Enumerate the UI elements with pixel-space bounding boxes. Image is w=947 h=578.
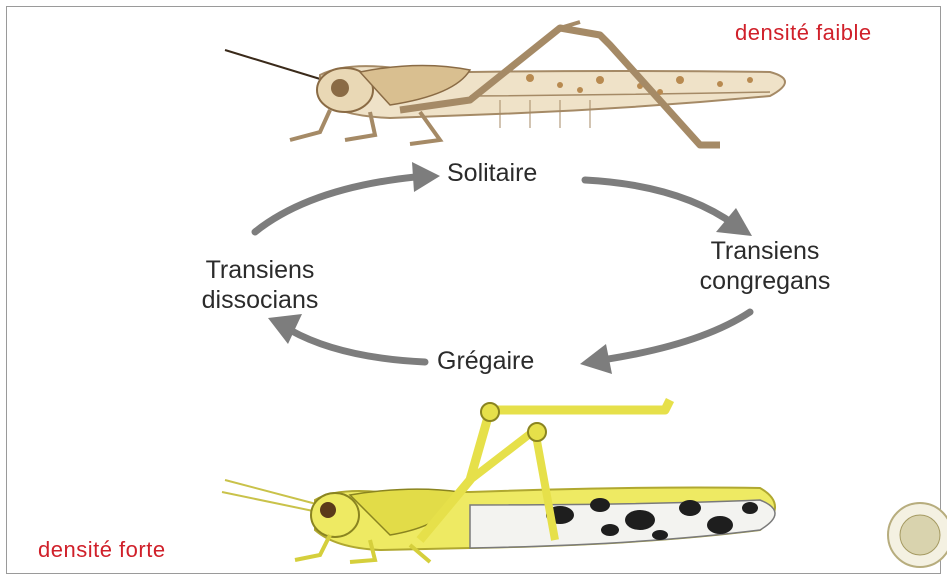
label-transiens-dissocians-line2: dissocians xyxy=(160,285,360,315)
label-transiens-dissocians-line1: Transiens xyxy=(160,255,360,285)
label-transiens-congregans-line2: congregans xyxy=(665,266,865,296)
arrowhead-gregarious xyxy=(580,344,612,374)
label-density-low: densité faible xyxy=(735,20,872,46)
label-solitary: Solitaire xyxy=(447,158,537,188)
locust-gregarious-illustration xyxy=(222,400,775,562)
arrow-congregans-to-gregarious xyxy=(602,312,750,360)
label-density-high: densité forte xyxy=(38,537,166,563)
seal-logo xyxy=(888,503,947,567)
locust-solitary-illustration xyxy=(225,22,785,145)
arrow-gregarious-to-dissocians xyxy=(290,330,425,362)
label-transiens-dissocians: Transiens dissocians xyxy=(160,255,360,315)
label-gregarious: Grégaire xyxy=(437,346,534,376)
arrow-dissocians-to-solitary xyxy=(255,177,415,232)
arrowhead-dissocians xyxy=(268,314,302,344)
label-transiens-congregans: Transiens congregans xyxy=(665,236,865,296)
label-transiens-congregans-line1: Transiens xyxy=(665,236,865,266)
arrow-solitary-to-congregans xyxy=(585,180,735,225)
arrowhead-solitary xyxy=(412,162,440,192)
